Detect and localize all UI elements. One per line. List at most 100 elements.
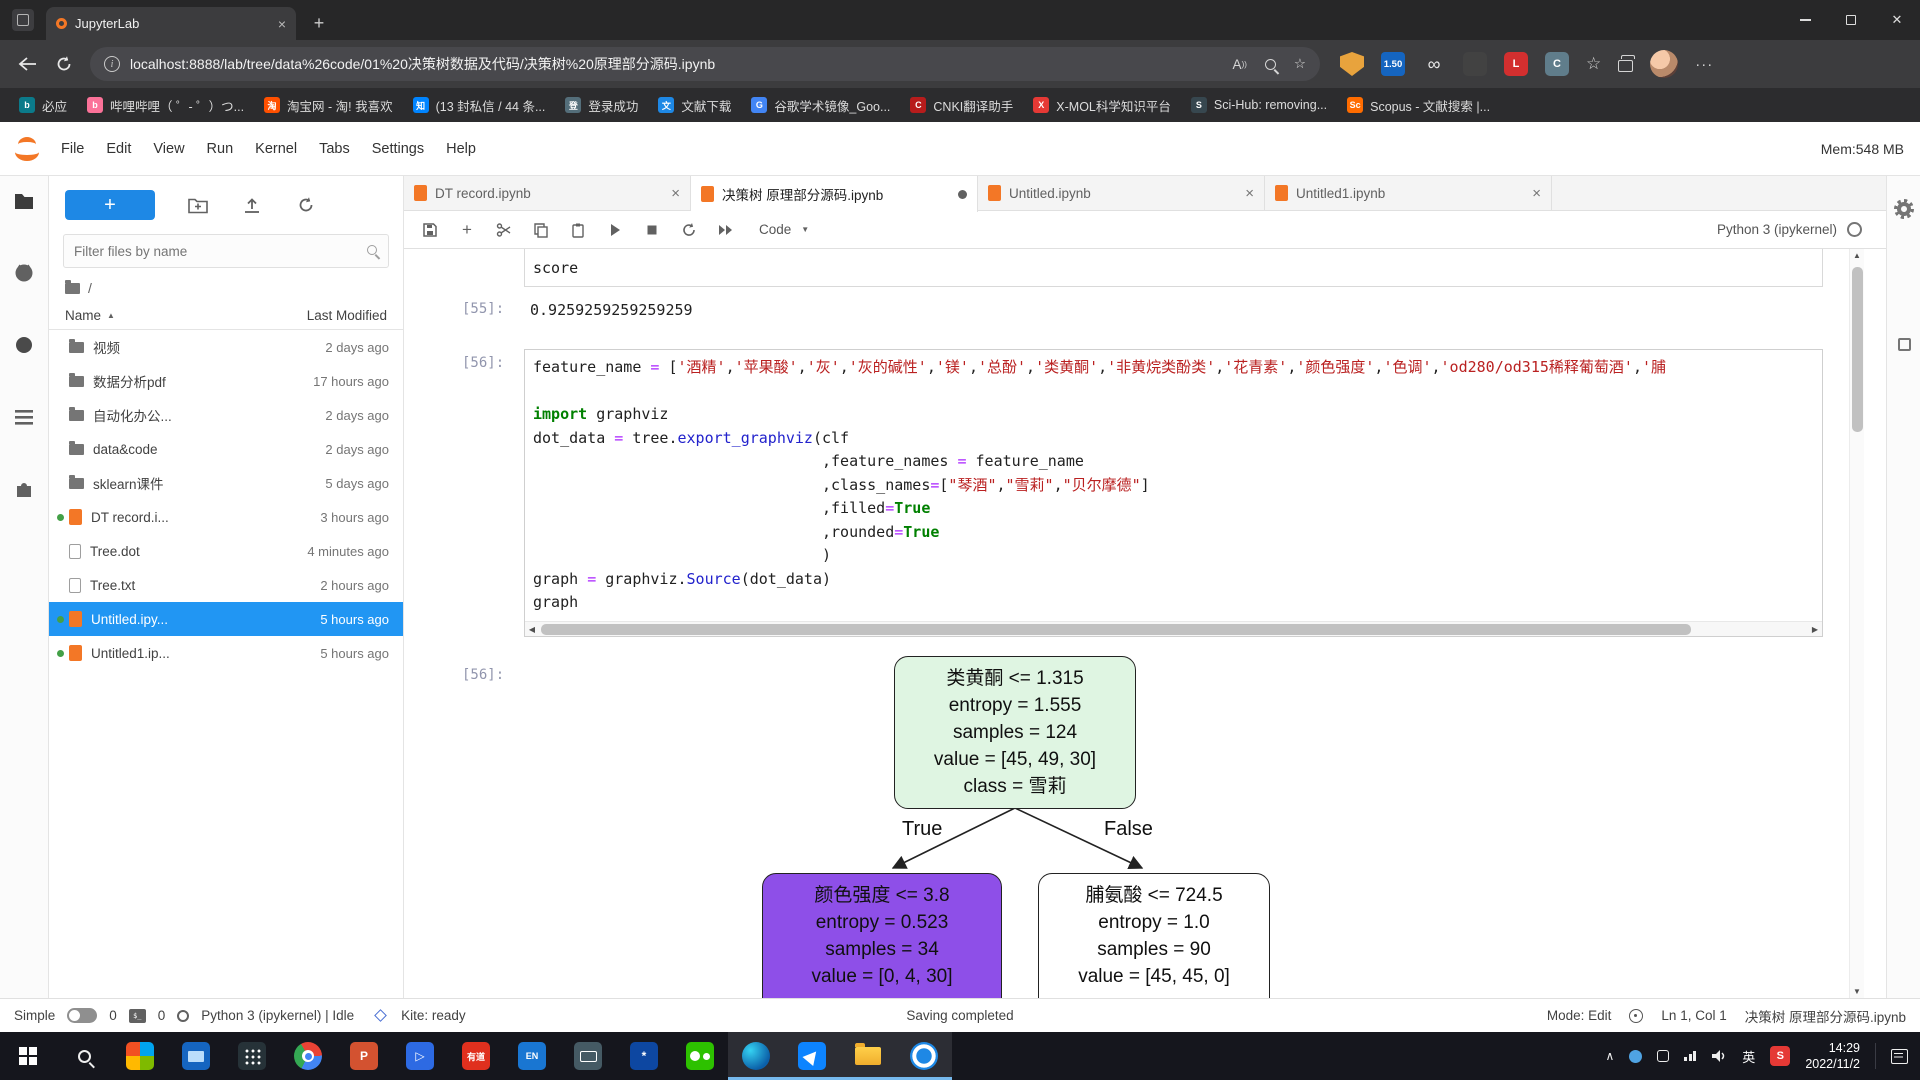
gray-extension-icon[interactable]: C <box>1545 52 1569 76</box>
restart-kernel-button[interactable] <box>675 218 703 242</box>
breadcrumb-root[interactable]: / <box>88 280 92 296</box>
tray-expand-icon[interactable]: ∧ <box>1606 1049 1615 1063</box>
editor-mode[interactable]: Mode: Edit <box>1547 1008 1612 1023</box>
menu-kernel[interactable]: Kernel <box>244 135 308 163</box>
bookmark-item[interactable]: 知(13 封私信 / 44 条... <box>404 92 555 119</box>
paste-cell-button[interactable] <box>564 218 592 242</box>
home-folder-icon[interactable] <box>65 283 80 294</box>
cell-horizontal-scrollbar[interactable]: ◀ ▶ <box>525 621 1822 636</box>
blue-media-app-taskbar-button[interactable]: ▷ <box>392 1032 448 1080</box>
back-button[interactable] <box>10 56 46 72</box>
tab-close-icon[interactable]: × <box>1245 185 1254 202</box>
action-center-icon[interactable] <box>1891 1049 1908 1064</box>
network-icon[interactable] <box>1684 1051 1696 1061</box>
column-name[interactable]: Name ▲ <box>65 308 307 323</box>
tab-close-icon[interactable]: × <box>671 185 680 202</box>
bookmark-item[interactable]: 文文献下载 <box>649 92 740 119</box>
browser-menu-icon[interactable]: ··· <box>1695 56 1713 73</box>
kernels-count[interactable]: 0 <box>158 1008 166 1023</box>
site-info-icon[interactable]: i <box>104 56 120 72</box>
bookmark-item[interactable]: b必应 <box>10 92 76 119</box>
zoom-icon[interactable] <box>1265 59 1276 70</box>
edge-taskbar-button[interactable] <box>728 1032 784 1080</box>
taskbar-clock[interactable]: 14:29 2022/11/2 <box>1805 1040 1860 1073</box>
bookmark-item[interactable]: b哔哩哔哩（ ゜- ゜）つ... <box>78 92 253 119</box>
bookmark-item[interactable]: 淘淘宝网 - 淘! 我喜欢 <box>255 92 402 119</box>
notebook-tab[interactable]: 决策树 原理部分源码.ipynb <box>691 176 978 212</box>
notebook-tab[interactable]: Untitled.ipynb× <box>978 176 1265 210</box>
plane-app-taskbar-button[interactable] <box>784 1032 840 1080</box>
kernel-status-text[interactable]: Python 3 (ipykernel) | Idle <box>201 1008 354 1023</box>
menu-file[interactable]: File <box>50 135 95 163</box>
tray-security-icon[interactable] <box>1657 1050 1669 1062</box>
restart-run-all-button[interactable] <box>712 218 740 242</box>
lastpass-extension-icon[interactable]: L <box>1504 52 1528 76</box>
menu-help[interactable]: Help <box>435 135 487 163</box>
apps-grid-taskbar-button[interactable] <box>224 1032 280 1080</box>
column-last-modified[interactable]: Last Modified <box>307 308 387 323</box>
notification-status-icon[interactable] <box>1629 1009 1643 1023</box>
bookmark-item[interactable]: XX-MOL科学知识平台 <box>1024 92 1180 119</box>
scroll-down-icon[interactable]: ▼ <box>1850 987 1864 996</box>
notebook-tab[interactable]: DT record.ipynb× <box>404 176 691 210</box>
add-favorite-icon[interactable]: ☆ <box>1294 56 1306 72</box>
browser-workspace-icon[interactable] <box>12 9 34 31</box>
refresh-files-button[interactable] <box>295 194 317 216</box>
file-explorer-taskbar-button[interactable] <box>840 1032 896 1080</box>
infinity-extension-icon[interactable]: ∞ <box>1422 52 1446 76</box>
kernel-name[interactable]: Python 3 (ipykernel) <box>1717 222 1837 237</box>
scroll-left-icon[interactable]: ◀ <box>525 623 539 636</box>
extension-manager-tab-icon[interactable] <box>13 478 35 500</box>
previous-cell[interactable]: score <box>524 249 1823 287</box>
taskbar-search-button[interactable] <box>56 1032 112 1080</box>
file-row[interactable]: 视频2 days ago <box>49 330 403 364</box>
file-browser-tab-icon[interactable] <box>13 190 35 212</box>
browser-tab[interactable]: JupyterLab × <box>46 7 296 40</box>
active-code-cell[interactable]: feature_name = ['酒精','苹果酸','灰','灰的碱性','镁… <box>524 349 1823 637</box>
menu-tabs[interactable]: Tabs <box>308 135 361 163</box>
circle-app-taskbar-button[interactable] <box>896 1032 952 1080</box>
terminals-count[interactable]: 0 <box>109 1008 117 1023</box>
simple-mode-toggle[interactable] <box>67 1008 97 1023</box>
add-cell-button[interactable]: + <box>453 218 481 242</box>
minimize-button[interactable] <box>1782 0 1828 40</box>
upload-button[interactable] <box>241 194 263 216</box>
new-tab-button[interactable]: + <box>306 10 332 36</box>
translator-taskbar-button[interactable]: EN <box>504 1032 560 1080</box>
table-of-contents-tab-icon[interactable] <box>13 406 35 428</box>
url-input[interactable]: i localhost:8888/lab/tree/data%26code/01… <box>90 47 1320 81</box>
powerpoint-taskbar-button[interactable]: P <box>336 1032 392 1080</box>
sogou-input-icon[interactable]: S <box>1770 1046 1790 1066</box>
wechat-taskbar-button[interactable] <box>672 1032 728 1080</box>
notebook-vertical-scrollbar[interactable]: ▲ ▼ <box>1849 249 1864 998</box>
file-row[interactable]: 数据分析pdf17 hours ago <box>49 364 403 398</box>
file-row[interactable]: Tree.dot4 minutes ago <box>49 534 403 568</box>
kite-status[interactable]: Kite: ready <box>401 1008 466 1023</box>
tab-close-icon[interactable]: × <box>1532 185 1541 202</box>
property-inspector-icon[interactable] <box>1897 202 1911 216</box>
input-language-indicator[interactable]: 英 <box>1742 1047 1755 1066</box>
run-cell-button[interactable] <box>601 218 629 242</box>
file-row[interactable]: data&code2 days ago <box>49 432 403 466</box>
file-row[interactable]: sklearn课件5 days ago <box>49 466 403 500</box>
refresh-button[interactable] <box>46 55 82 73</box>
menu-view[interactable]: View <box>142 135 195 163</box>
tray-app-icon[interactable] <box>1629 1050 1642 1063</box>
menu-edit[interactable]: Edit <box>95 135 142 163</box>
file-row[interactable]: DT record.i...3 hours ago <box>49 500 403 534</box>
file-row[interactable]: Tree.txt2 hours ago <box>49 568 403 602</box>
maximize-button[interactable] <box>1828 0 1874 40</box>
bookmark-item[interactable]: SSci-Hub: removing... <box>1182 93 1336 117</box>
shield-extension-icon[interactable] <box>1340 52 1364 76</box>
running-kernels-tab-icon[interactable] <box>13 334 35 356</box>
bookmark-item[interactable]: 登登录成功 <box>556 92 647 119</box>
new-folder-button[interactable] <box>187 194 209 216</box>
spark-app-taskbar-button[interactable]: * <box>616 1032 672 1080</box>
notebook-scroll-area[interactable]: score [55]: 0.9259259259259259 [56]: fea… <box>404 249 1849 998</box>
copy-cell-button[interactable] <box>527 218 555 242</box>
file-row[interactable]: Untitled.ipy...5 hours ago <box>49 602 403 636</box>
bookmark-item[interactable]: G谷歌学术镜像_Goo... <box>742 92 899 119</box>
profile-avatar[interactable] <box>1650 50 1678 78</box>
chrome-taskbar-button[interactable] <box>280 1032 336 1080</box>
new-launcher-button[interactable]: + <box>65 190 155 220</box>
